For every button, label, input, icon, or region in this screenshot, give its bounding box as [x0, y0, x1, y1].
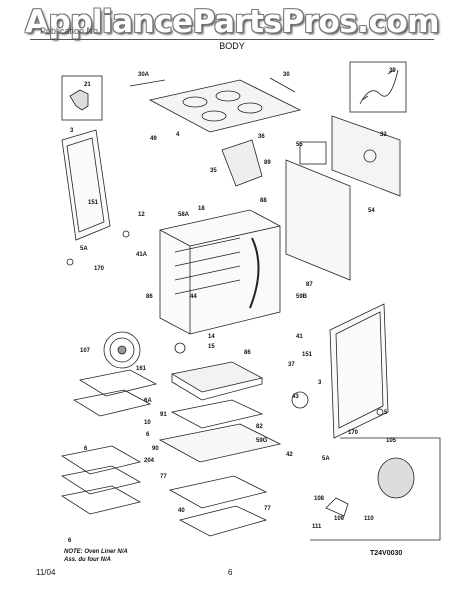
diagram-code: T24V0030 [370, 550, 403, 557]
callout-59g: 59G [256, 438, 268, 444]
callout-151-bottom: 151 [302, 352, 313, 358]
callout-151-top: 151 [88, 200, 99, 206]
small-fasteners [66, 230, 384, 416]
callout-3-right: 3 [318, 380, 322, 386]
callout-5a-top: 5A [80, 246, 88, 252]
main-oven-body [159, 209, 281, 335]
callout-6a: 6A [144, 398, 152, 404]
callout-6-a: 6 [146, 432, 150, 438]
callout-86-right: 86 [244, 350, 251, 356]
callout-90: 90 [152, 446, 159, 452]
drawer-assembly [158, 399, 282, 537]
callout-4: 4 [176, 132, 180, 138]
part-3-right-side-panel [329, 303, 389, 439]
callout-55: 55 [296, 142, 303, 148]
callout-35: 35 [210, 168, 217, 174]
callout-12: 12 [138, 212, 145, 218]
callout-107: 107 [80, 348, 91, 354]
note-line-2: Ass. du four N/A [64, 557, 112, 563]
callout-30a-label: 30A [138, 72, 150, 78]
callout-59b: 59B [296, 294, 308, 300]
callout-41a: 41A [136, 252, 148, 258]
callout-33: 33 [380, 132, 387, 138]
callout-108: 108 [314, 496, 325, 502]
callout-21: 21 [84, 82, 91, 88]
callout-161: 161 [136, 366, 147, 372]
broiler-pan [170, 361, 264, 401]
callout-54: 54 [368, 208, 375, 214]
header-rule [30, 39, 434, 40]
callout-44: 44 [190, 294, 197, 300]
callout-87: 87 [306, 282, 313, 288]
publication-label: Publication No. [40, 26, 101, 36]
footer-date: 11/04 [36, 568, 56, 577]
callout-10: 10 [144, 420, 151, 426]
callout-39: 39 [389, 68, 396, 74]
callout-109: 109 [334, 516, 345, 522]
part-4-cooktop-support [129, 77, 302, 133]
part-rear-wall [285, 141, 351, 281]
part-3-left-side-panel [61, 129, 111, 241]
callout-86-left: 86 [146, 294, 153, 300]
callout-111: 111 [312, 524, 322, 530]
callout-40: 40 [178, 508, 185, 514]
part-36-vent-duct [221, 139, 263, 187]
callout-110: 110 [364, 516, 374, 522]
callout-5a-bottom: 5A [322, 456, 330, 462]
page-title: BODY [219, 41, 245, 51]
callout-170-bottom: 170 [348, 430, 359, 436]
callout-15: 15 [208, 344, 215, 350]
callout-36: 36 [258, 134, 265, 140]
oven-racks [60, 369, 158, 515]
callout-77-left: 77 [160, 474, 167, 480]
callout-18: 18 [198, 206, 205, 212]
callout-58a: 58A [178, 212, 190, 218]
callout-3-left: 3 [70, 128, 74, 134]
note-line-1: NOTE: Oven Liner N/A [64, 549, 128, 555]
part-107-convection-fan [103, 331, 141, 369]
oven-liner-note: NOTE: Oven Liner N/A Ass. du four N/A [64, 548, 128, 564]
callout-170-top: 170 [94, 266, 105, 272]
callout-labels: 21 30A 30 39 3 4 49 33 36 55 151 35 89 1… [68, 68, 397, 544]
callout-105: 105 [386, 438, 397, 444]
part-21-bracket-box [61, 75, 103, 121]
watermark: AppliancePartsPros.com [25, 4, 439, 40]
callout-5: 5 [384, 410, 388, 416]
callout-43: 43 [292, 394, 299, 400]
callout-37: 37 [288, 362, 295, 368]
part-105-fan-motor-assembly [310, 437, 441, 541]
part-33-rear-panel [331, 115, 401, 197]
part-39-wire-harness-box [349, 61, 407, 113]
callout-89: 89 [264, 160, 271, 166]
callout-82: 82 [256, 424, 263, 430]
callout-30: 30 [283, 72, 290, 78]
callout-6-b: 6 [84, 446, 88, 452]
callout-77-right: 77 [264, 506, 271, 512]
callout-42: 42 [286, 452, 293, 458]
callout-41: 41 [296, 334, 303, 340]
callout-14: 14 [208, 334, 215, 340]
callout-49: 49 [150, 136, 157, 142]
footer-page-number: 6 [228, 568, 233, 577]
callout-88: 88 [260, 198, 267, 204]
callout-6-c: 6 [68, 538, 72, 544]
callout-204: 204 [144, 458, 155, 464]
callout-91: 91 [160, 412, 167, 418]
